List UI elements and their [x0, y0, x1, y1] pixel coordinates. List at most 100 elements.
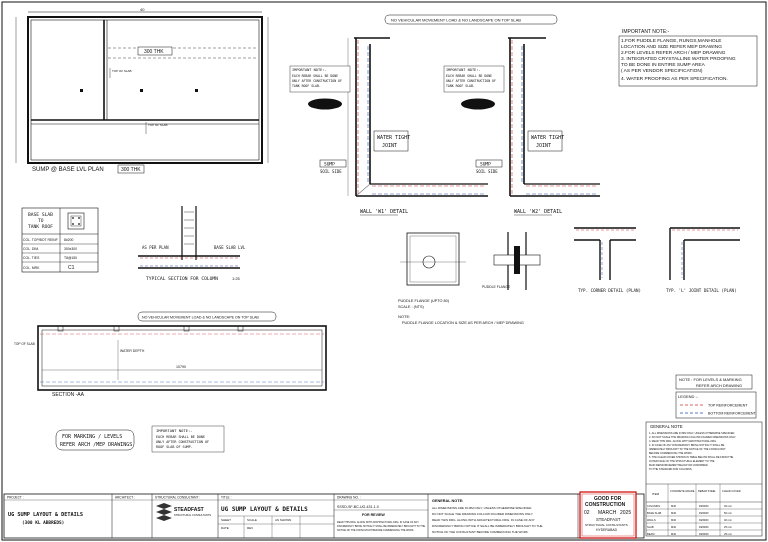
stamp-month: MARCH [598, 510, 617, 516]
general-note-line-7: 5. THE CLEAR COVER SHOWN IN TABLE BELOW … [649, 456, 734, 459]
w2-note-line1: EACH REBAR SHALL BE DONE [446, 74, 492, 78]
puddle-title: PUDDLE FLANGE (UPTO 80) [398, 299, 450, 303]
plan-ref-top: TOP OF SLAB [112, 69, 132, 73]
column-schedule-table: BASE SLAB TO TANK ROOF COL. TOP/BOT REIN… [21, 207, 99, 273]
general-note-line-10: TO THE STANDARD FOR COLUMNS. [649, 468, 693, 471]
tb-drawing-no: SSSD-SF-BC-UG-431-1.0 [337, 505, 379, 509]
general-note-line-3: 3. READ THIS DRG. ALONG WITH ARCHITECTUR… [649, 440, 717, 443]
general-note-line-4: 4. IN CASE OF ANY DISCREPANCY BRING NOTI… [649, 444, 725, 447]
w1-puddle-flange-section [308, 98, 342, 110]
legend-title: LEGEND :- [678, 394, 699, 399]
puddle-callout: PUDDLE FLANGE [482, 285, 511, 289]
puddle-note: PUDDLE FLANGE LOCATION & SIZE AS PER ARC… [402, 321, 524, 325]
legend-item-top: TOP REINFORCEMENT [708, 404, 748, 408]
legend-note-sub: REFER ARCH DRAWING [696, 383, 742, 388]
puddle-note-title: NOTE: [398, 314, 410, 319]
tb-left-note-3: NOTICE OF THE CONSULTANT BEFORE COMMENCI… [337, 529, 414, 532]
table-row1-label: COL. TOP/BOT REINF [23, 238, 58, 242]
inner-slab-tag: 300 THK [144, 49, 164, 55]
table-header-2: TO [38, 218, 44, 224]
table-header-1: BASE SLAB [28, 212, 53, 218]
table-row3-value: T8@150 [64, 256, 77, 260]
section-dim: 10790 [176, 365, 186, 369]
cover-r1-steel: FE500D [699, 504, 709, 508]
cover-r2-cover: 50 mm [724, 511, 732, 515]
tb-architect-label: ARCHITECT : [115, 496, 135, 500]
cover-r3-steel: FE500D [699, 518, 709, 522]
important-note-line-6: ( AS PER VENDOR SPECIFICATION) [621, 68, 703, 74]
plan-dim-top: 40 [140, 7, 145, 12]
section-water-depth: WATER DEPTH [120, 349, 145, 353]
lower-important-line1: EACH REBAR SHALL BE DONE [156, 435, 205, 439]
stamp-line2: CONSTRUCTION [585, 502, 626, 508]
tb-consultant-label: STRUCTURAL CONSULTANT : [155, 496, 200, 500]
cover-r4-steel: FE500D [699, 525, 709, 529]
w2-note-line3: TANK ROOF SLAB. [446, 84, 475, 88]
w1-note-line1: EACH REBAR SHALL BE DONE [292, 74, 338, 78]
gfc-stamp: GOOD FOR CONSTRUCTION 02 MARCH 2025 STEA… [579, 491, 637, 539]
stamp-firm-sub: STRUCTURAL CONSULTANTS [585, 523, 628, 527]
tb-firm: STEADFAST [174, 507, 204, 513]
general-note-line-1: 1. ALL DIMENSIONS ARE IN MM ONLY, UNLESS… [649, 432, 735, 435]
table-row2-label: COL. DIM. [23, 247, 39, 251]
stamp-day: 02 [584, 510, 590, 516]
puddle-flange-detail: PUDDLE FLANGE PUDDLE FLANGE (UPTO 80) SC… [398, 232, 541, 325]
tb-project-label: PROJECT : [7, 496, 24, 500]
marking-note-line2: REFER ARCH /MEP DRAWINGS [60, 442, 132, 448]
tb-left-note-2: DISCREPANCY BRING NOTICE IT SHALL BE IMM… [337, 525, 425, 528]
table-row4-label: COL. MRK [23, 266, 40, 270]
plan-title: SUMP @ BASE LVL PLAN [32, 167, 104, 173]
cover-r1-grade: M40 [671, 504, 677, 508]
table-row2-value: 300x300 [64, 247, 77, 251]
cover-r5-steel: FE500D [699, 532, 709, 536]
cover-r3-item: WALLS [647, 518, 656, 522]
tb-drawing-no-label: DRAWING NO. : [337, 496, 361, 500]
legend-note-title: NOTE : FOR LEVELS & MARKING [679, 377, 742, 382]
column-left-label: AS PER PLAN [142, 245, 169, 250]
cover-r5-grade: M40 [671, 532, 677, 536]
w1-note-line2: ONLY AFTER CONSTRUCTION OF [292, 79, 342, 83]
w2-sump-label: SUMP [480, 162, 491, 168]
w1-water-tight: WATER TIGHT [377, 135, 410, 141]
cover-r5-cover: 25 mm [724, 532, 732, 536]
section-title: SECTION -AA [52, 392, 85, 398]
cover-r4-grade: M40 [671, 525, 677, 529]
sump-plan: 40 300 THK TOP OF SLAB TOP OF SLAB SUMP … [15, 7, 269, 174]
table-header-3: TANK ROOF [28, 224, 53, 230]
cover-r3-grade: M40 [671, 518, 677, 522]
tb-note-5: NOTICE OF THE CONSULTANT BEFORE COMMENCI… [432, 530, 529, 534]
general-note-line-5: IMMEDIATELY BROUGHT TO THE NOTICE OF THE… [649, 448, 726, 451]
wall-w2-detail: SUMP SOIL SIDE IMPORTANT NOTE:- EACH REB… [443, 37, 600, 216]
table-row1-value: 8#200 [64, 238, 74, 242]
cover-header-item: ITEM [652, 492, 660, 496]
important-note-line-1: 1.FOR PUDDLE FLANGE, RUNGS,MANHOLE [621, 38, 722, 44]
plan-ref-mid: TOP OF SLAB [148, 123, 168, 127]
plan-slab-tag: 300 THK [121, 167, 141, 173]
stamp-firm: STEADFAST [596, 517, 621, 522]
tb-note-4: DISCREPANCY BRING NOTICE IT SHALL BE IMM… [432, 524, 543, 528]
w2-water-tight: WATER TIGHT [531, 135, 564, 141]
important-note-line-4: 3. INTEGRATED CRYSTALLINE WATER PROOFING [621, 56, 736, 62]
corner-l-title: TYP. 'L' JOINT DETAIL (PLAN) [666, 288, 737, 293]
table-row4-value: C1 [68, 265, 75, 271]
important-note-line-3: 2.FOR LEVELS REFER ARCH / MEP DRAWING [621, 50, 726, 56]
w2-note-line2: ONLY AFTER CONSTRUCTION OF [446, 79, 496, 83]
important-note-line-7: 4. WATER PROOFING AS PER SPECIFICATION. [621, 76, 728, 82]
title-block: PROJECT : ARCHITECT : STRUCTURAL CONSULT… [3, 493, 645, 539]
tb-project-name: UG SUMP LAYOUT & DETAILS [8, 512, 83, 518]
tb-scale-label: SCALE [247, 518, 257, 522]
w1-sump-label: SUMP [324, 162, 335, 168]
puddle-scale: SCALE : (NTS) [398, 305, 424, 309]
general-note-line-9: MAIN REINFORCEMENT BELOW OR CONFIRMED [649, 464, 708, 467]
lower-important-note: IMPORTANT NOTE:- EACH REBAR SHALL BE DON… [151, 425, 225, 453]
firm-logo-icon [156, 503, 172, 521]
legend-item-bottom: BOTTOM REINFORCEMENT [708, 412, 756, 416]
cover-r5-item: BEAM [647, 532, 654, 536]
tb-date-label: DATE [221, 526, 229, 530]
lower-important-title: IMPORTANT NOTE:- [156, 428, 193, 433]
cover-r2-steel: FE500D [699, 511, 709, 515]
stamp-line1: GOOD FOR [594, 496, 622, 502]
lower-important-line3: ROOF SLAB OF SUMP. [156, 445, 193, 449]
